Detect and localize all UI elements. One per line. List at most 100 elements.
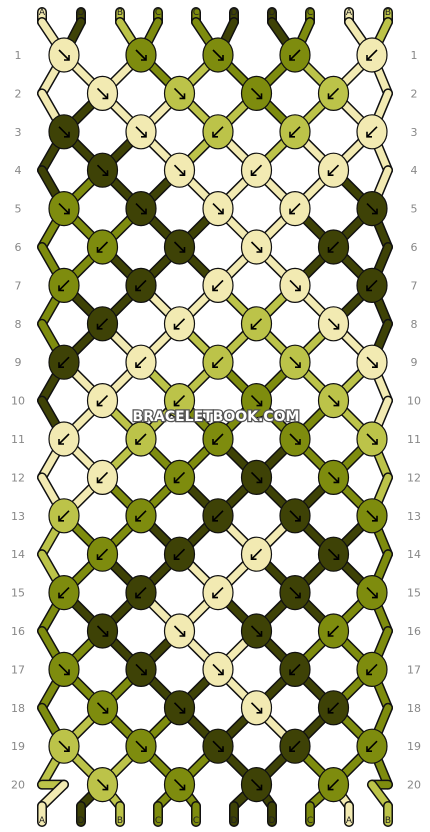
bottom-strand-label: C (307, 816, 313, 826)
row-number-left: 14 (11, 548, 25, 561)
arrow-down-right-icon (58, 663, 70, 676)
knot (86, 306, 119, 342)
arrow-down-right-icon (212, 663, 224, 676)
arrow-down-left-icon (173, 548, 186, 561)
arrow-down-left-icon (212, 279, 224, 292)
row-number-right: 15 (407, 587, 421, 600)
arrow-down-left-icon (366, 279, 378, 292)
row-number-right: 20 (407, 779, 421, 792)
knot-grid (48, 37, 388, 803)
knot (163, 75, 196, 112)
knot (279, 651, 311, 688)
arrow-down-right-icon (250, 625, 263, 637)
knot (202, 574, 234, 611)
arrow-down-left-icon (96, 318, 109, 330)
row-number-left: 2 (15, 87, 22, 100)
knot (125, 421, 157, 457)
top-strand-label: B (385, 8, 391, 18)
arrow-down-right-icon (212, 203, 224, 215)
arrow-down-right-icon (289, 279, 301, 292)
bottom-strand-label: C (193, 816, 199, 826)
row-number-right: 2 (411, 87, 418, 100)
arrow-down-right-icon (96, 87, 109, 100)
row-number-left: 20 (11, 779, 25, 792)
knot (202, 37, 234, 73)
knot (48, 267, 80, 303)
knot (240, 75, 273, 112)
knot (240, 229, 273, 265)
row-number-left: 17 (11, 663, 25, 676)
row-number-right: 10 (407, 395, 421, 408)
knot (279, 37, 311, 73)
knot (125, 344, 157, 380)
knot (279, 114, 311, 150)
top-strand-label: C (307, 8, 313, 18)
knot (86, 536, 119, 572)
arrow-down-left-icon (135, 279, 147, 292)
knot (163, 459, 196, 495)
arrow-down-left-icon (366, 126, 378, 138)
row-number-left: 5 (15, 203, 22, 216)
arrow-down-left-icon (96, 548, 109, 561)
arrow-down-left-icon (96, 241, 109, 253)
knot (163, 536, 196, 572)
top-strand-label: B (117, 8, 123, 18)
arrow-down-right-icon (173, 702, 186, 714)
knot (317, 75, 350, 112)
arrow-down-right-icon (250, 702, 263, 714)
row-number-left: 12 (11, 471, 25, 484)
arrow-down-left-icon (366, 740, 378, 753)
arrow-down-right-icon (96, 779, 109, 791)
row-number-right: 12 (407, 471, 421, 484)
row-number-right: 8 (411, 318, 418, 331)
arrow-down-right-icon (135, 203, 147, 215)
row-number-right: 17 (407, 663, 421, 676)
knot (317, 613, 350, 649)
knot (240, 536, 273, 572)
arrow-down-left-icon (250, 164, 263, 176)
row-number-left: 10 (11, 395, 25, 408)
row-number-left: 13 (11, 510, 25, 523)
row-number-left: 18 (11, 702, 25, 715)
row-number-right: 7 (411, 279, 418, 292)
row-number-left: 19 (11, 740, 25, 753)
arrow-down-right-icon (212, 740, 224, 753)
bottom-strand-label: C (155, 816, 161, 826)
arrow-down-right-icon (173, 625, 186, 637)
knot (48, 728, 80, 764)
arrow-down-left-icon (366, 663, 378, 676)
arrow-down-left-icon (96, 395, 109, 407)
knot (279, 574, 311, 611)
row-number-right: 3 (411, 126, 418, 139)
top-strand-label: A (346, 8, 353, 18)
knot (163, 306, 196, 342)
arrow-down-left-icon (58, 510, 70, 522)
arrow-down-right-icon (289, 510, 301, 522)
knot (279, 191, 311, 227)
arrow-down-right-icon (366, 433, 378, 445)
arrow-down-right-icon (289, 356, 301, 369)
row-number-left: 9 (15, 356, 22, 369)
arrow-down-right-icon (173, 164, 186, 176)
knot (125, 651, 157, 688)
arrow-down-left-icon (135, 356, 147, 369)
arrow-down-left-icon (135, 587, 147, 599)
row-number-right: 16 (407, 625, 421, 638)
knot (317, 690, 350, 726)
arrow-down-right-icon (327, 395, 340, 407)
row-number-right: 6 (411, 241, 418, 254)
bottom-strand-tail (38, 781, 68, 810)
row-number-left: 11 (11, 433, 25, 446)
arrow-down-right-icon (96, 164, 109, 176)
knot (240, 766, 273, 803)
bottom-strand-label: D (269, 816, 276, 826)
arrow-down-right-icon (250, 779, 263, 791)
arrow-down-right-icon (289, 587, 301, 599)
arrow-down-left-icon (366, 49, 378, 61)
knot (279, 728, 311, 764)
knot (86, 690, 119, 726)
knot (125, 191, 157, 227)
